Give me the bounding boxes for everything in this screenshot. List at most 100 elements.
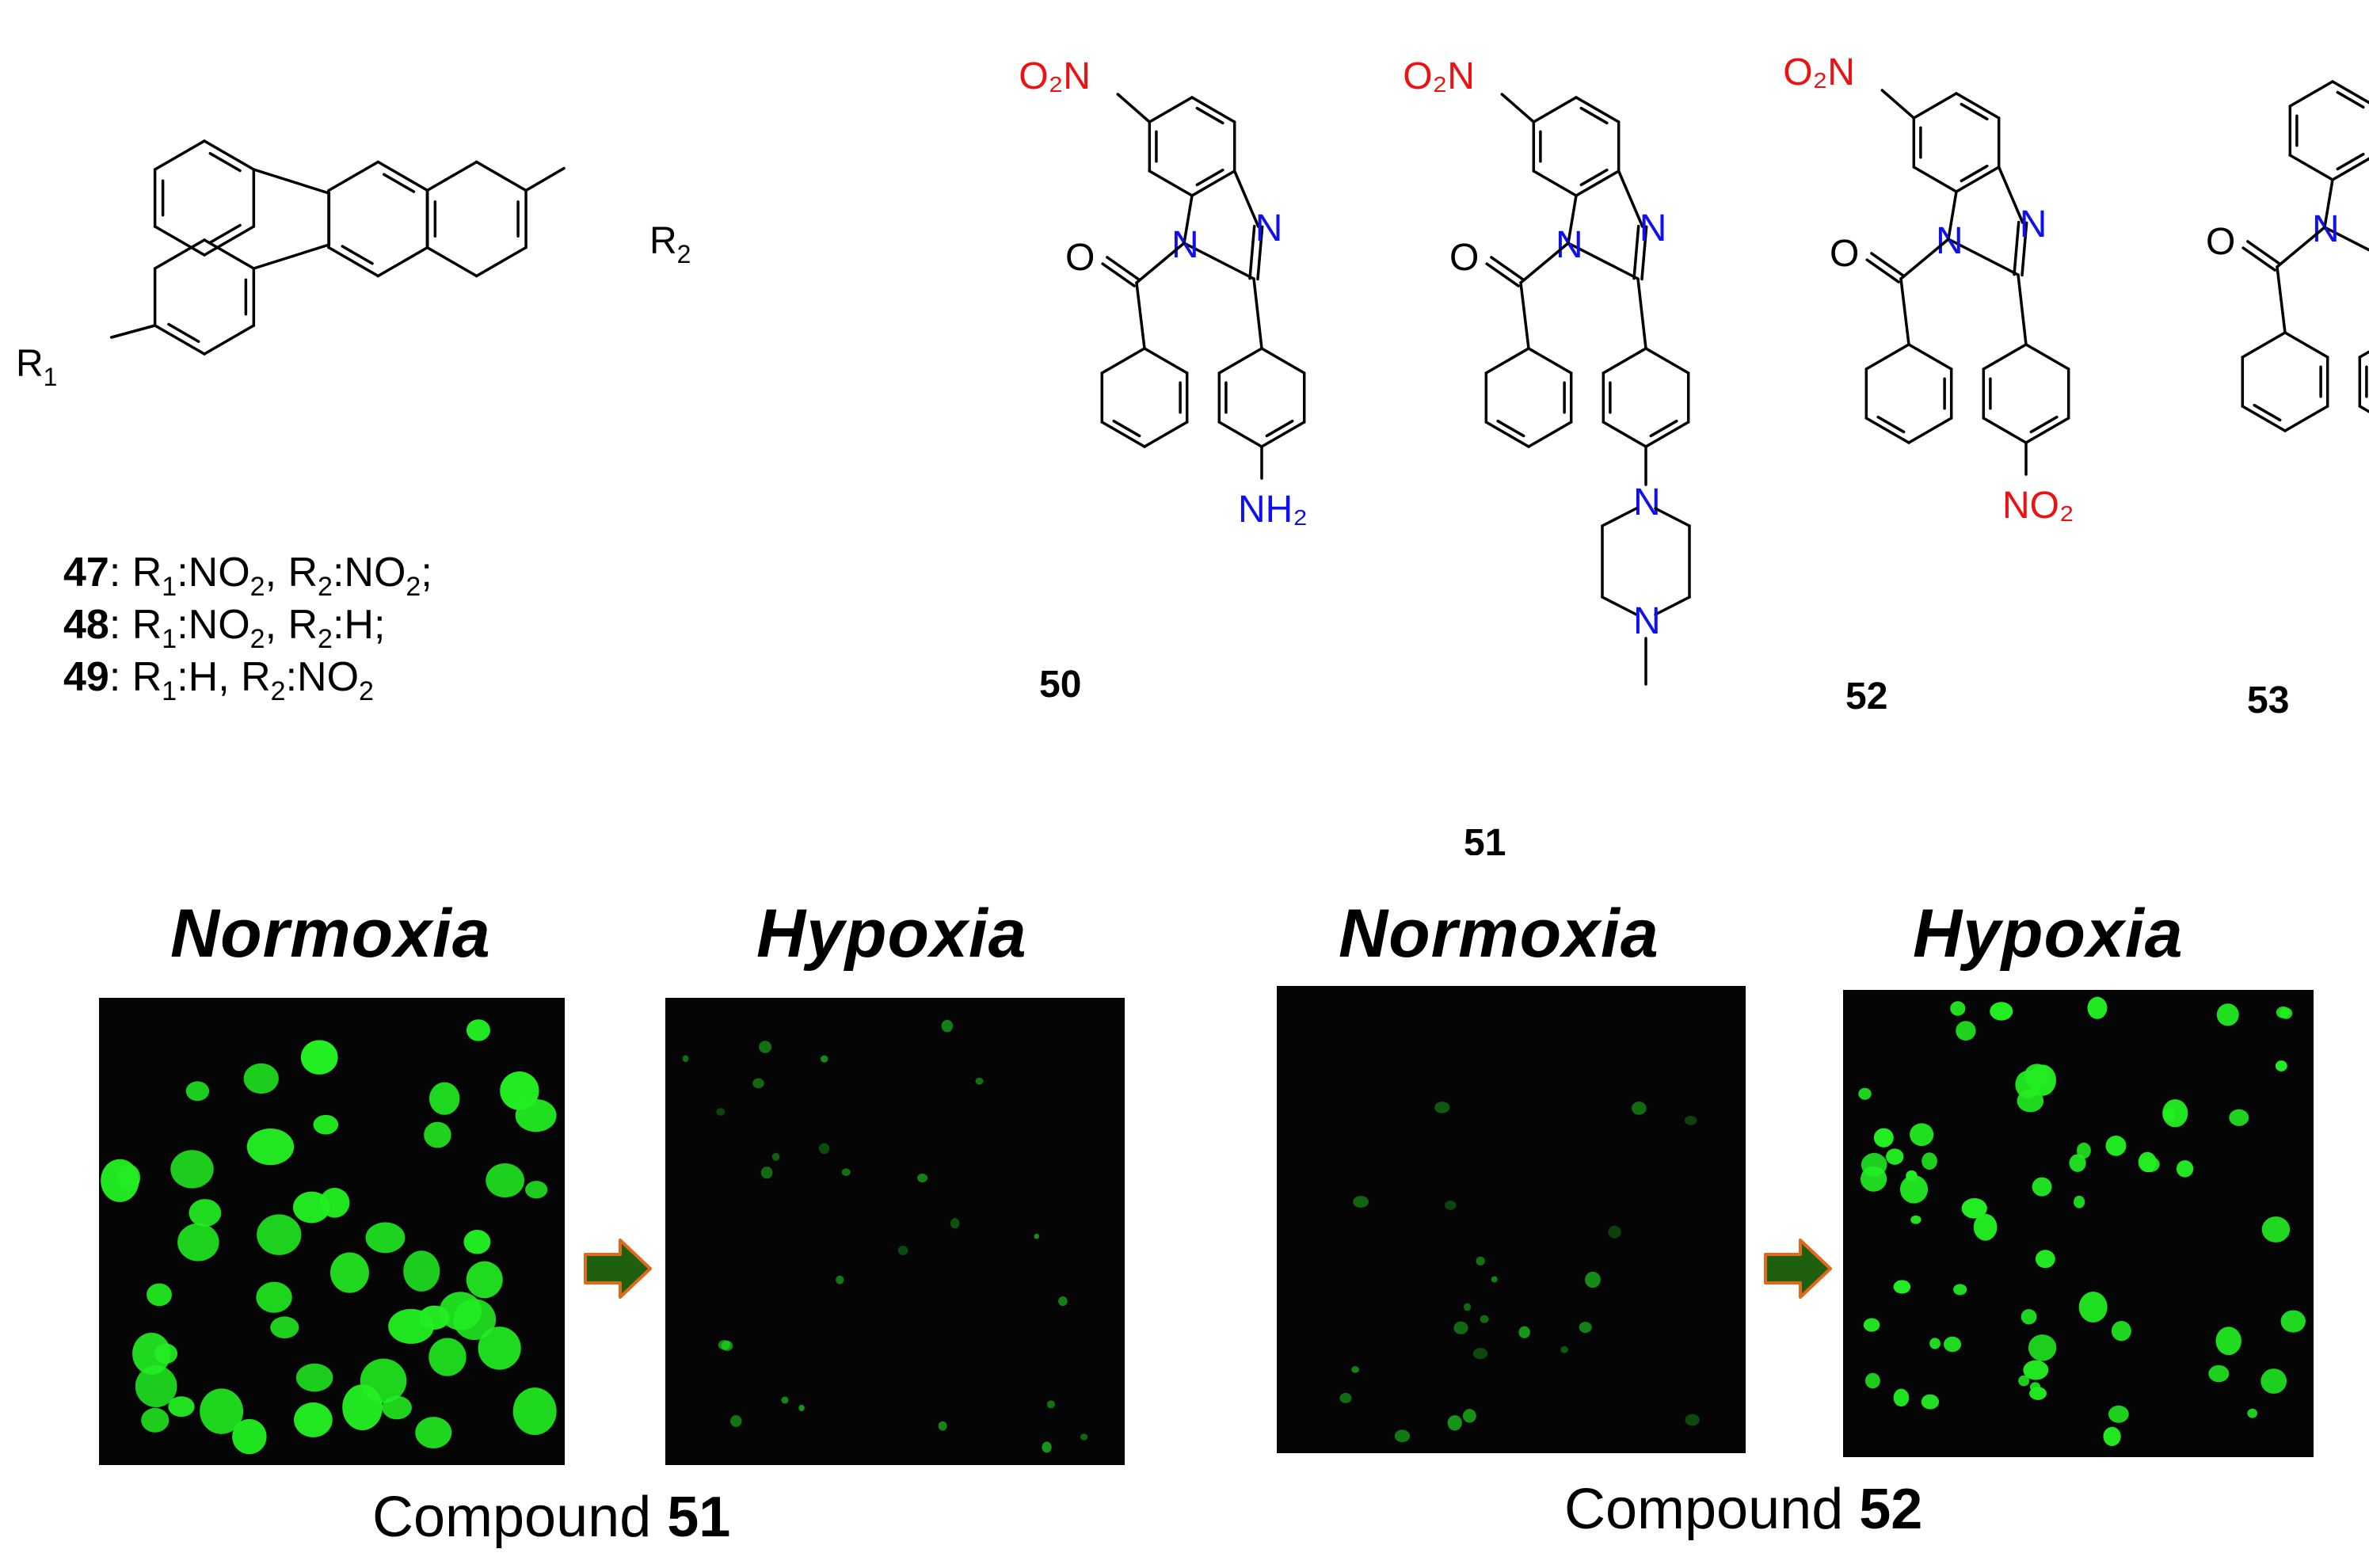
fluorescent-cell	[1042, 1441, 1052, 1453]
bond-line	[153, 225, 206, 257]
bond-line	[376, 160, 429, 192]
fluorescent-cell	[170, 1150, 214, 1189]
fluorescent-cell	[1058, 1296, 1068, 1307]
bond-line	[153, 324, 206, 356]
fluorescent-cell	[798, 1404, 805, 1411]
fluorescent-cell	[1873, 1128, 1894, 1147]
fluorescent-cell	[478, 1326, 521, 1370]
bond-line	[1527, 347, 1573, 375]
fluorescent-cell	[1973, 1213, 1998, 1241]
nitro-group-label: O₂N	[1403, 55, 1475, 97]
legend-row-47: 47: R1:NO2, R2:NO2;	[63, 550, 432, 602]
fluorescent-cell	[1685, 1414, 1700, 1426]
bond-line	[1532, 169, 1578, 197]
fluorescent-cell	[1434, 1102, 1450, 1113]
fluorescent-cell	[2275, 1060, 2287, 1071]
fluorescent-cell	[185, 1081, 210, 1102]
fluorescent-cell	[771, 1152, 780, 1161]
bond-line	[1190, 169, 1236, 197]
r2-label: R2	[649, 220, 691, 268]
fluorescent-cell	[300, 1040, 338, 1075]
oxygen-atom: O	[2206, 221, 2235, 263]
r1-label: R1	[16, 343, 57, 391]
fluorescent-cell	[1893, 1280, 1911, 1294]
fluorescent-cell	[2208, 1364, 2230, 1383]
bond-line	[1632, 224, 1640, 280]
fluorescent-cell	[2229, 1109, 2249, 1126]
nitrogen-atom: N	[1936, 220, 1963, 262]
bond-line	[1644, 421, 1690, 448]
bond-line	[1870, 252, 1905, 277]
fluorescence-image-hypoxia-51	[665, 998, 1125, 1465]
bond-line	[2029, 415, 2059, 434]
fluorescent-cell	[365, 1222, 406, 1254]
bond-line	[252, 243, 331, 270]
bond-line	[2283, 405, 2329, 432]
fluorescent-cell	[2261, 1216, 2291, 1243]
bond-line	[1876, 415, 1906, 434]
fluorescent-cell	[294, 1402, 333, 1437]
compound-id-51: 51	[1464, 822, 1506, 855]
bond-line	[1644, 347, 1690, 375]
fluorescent-cell	[1339, 1392, 1352, 1403]
compound-id-52: 52	[1845, 676, 1887, 717]
fluorescent-cell	[1608, 1225, 1621, 1239]
fluorescent-cell	[2074, 1195, 2085, 1208]
fluorescent-cell	[453, 1299, 497, 1341]
bond-line	[1899, 277, 1910, 346]
bond-line	[1519, 242, 1570, 284]
bond-line	[2241, 331, 2287, 359]
fluorescent-cell	[1518, 1326, 1530, 1338]
bond-line	[425, 245, 478, 278]
fluorescent-cell	[1886, 1148, 1904, 1165]
compound-id-53: 53	[2247, 679, 2289, 721]
arrow-right-icon	[1764, 1239, 1832, 1299]
bond-line	[2276, 265, 2287, 334]
bond-line	[1955, 166, 2001, 193]
bond-line	[2253, 403, 2282, 422]
fluorescent-cell	[329, 1252, 369, 1293]
fluorescent-cell	[2105, 1135, 2127, 1156]
fluorescent-cell	[718, 1340, 731, 1350]
bond-line	[153, 238, 206, 270]
bond-line	[1912, 166, 1958, 193]
fluorescent-cell	[141, 1407, 169, 1433]
fluorescent-cell	[1353, 1196, 1369, 1208]
fluorescent-cell	[1632, 1102, 1647, 1115]
bond-line	[2283, 331, 2329, 359]
bond-line	[1865, 258, 1900, 284]
fluorescent-cell	[1921, 1394, 1940, 1410]
bond-line	[1260, 347, 1306, 375]
bond-line	[1190, 96, 1236, 124]
bond-line	[1143, 421, 1189, 448]
bond-line	[2323, 226, 2369, 252]
bond-line	[1947, 238, 2020, 276]
fluorescent-cell	[2029, 1382, 2041, 1392]
fluorescent-cell	[1462, 1409, 1476, 1423]
fluorescence-image-normoxia-52	[1277, 986, 1746, 1453]
bond-line	[1601, 507, 1638, 527]
fluorescent-cell	[1445, 1201, 1457, 1210]
bond-line	[1997, 166, 2024, 224]
fluorescent-cell	[752, 1078, 764, 1089]
bond-line	[1519, 281, 1530, 350]
fluorescent-cell	[2087, 996, 2108, 1019]
bond-line	[1654, 596, 1691, 616]
bond-line	[1256, 225, 1264, 281]
fluorescence-image-hypoxia-52	[1843, 990, 2314, 1457]
fluorescent-cell	[2028, 1334, 2057, 1361]
fluorescent-cell	[428, 1082, 460, 1115]
fluorescent-cell	[1961, 1198, 1987, 1219]
nitrogen-atom: N	[1640, 207, 1667, 249]
bond-line	[208, 152, 242, 173]
fluorescent-cell	[243, 1063, 279, 1094]
bond-line	[2288, 80, 2334, 108]
bond-line	[327, 245, 380, 278]
fluorescent-cell	[781, 1396, 789, 1404]
bond-line	[1232, 169, 1260, 228]
nitro-group-label: O₂N	[1783, 51, 1855, 93]
bond-line	[1484, 421, 1530, 448]
bond-line	[2358, 350, 2369, 359]
